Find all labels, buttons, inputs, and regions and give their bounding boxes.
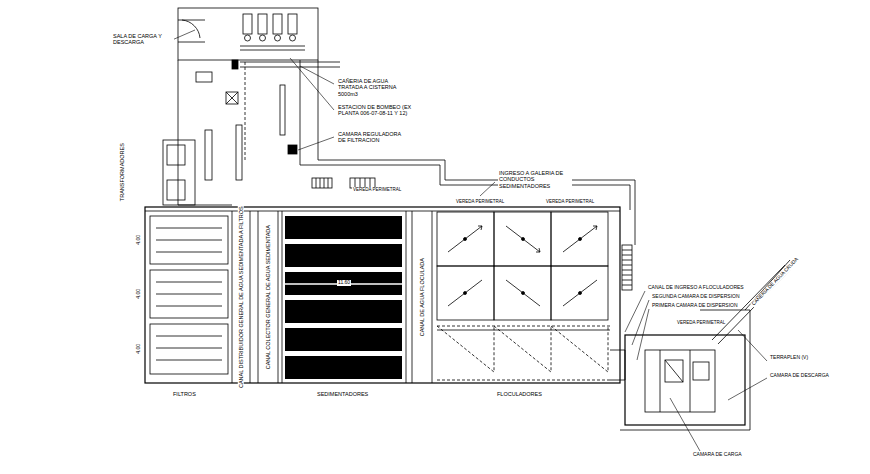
chambers <box>625 335 745 425</box>
pumps <box>240 14 305 50</box>
callout-label: TERRAPLEN (V) <box>769 355 809 361</box>
pipe-label: CAÑERIA DE AGUA CRUDA <box>750 256 800 308</box>
channel-label: CANAL DISTRIBUIDOR GENERAL DE AGUA SEDIM… <box>238 205 244 389</box>
flocculators <box>437 212 610 380</box>
equipment <box>236 125 242 180</box>
dimension: 4.00 <box>136 343 142 355</box>
callout-label: SEGUNDA CAMARA DE DISPERSION <box>651 294 741 300</box>
embankment <box>620 260 790 430</box>
dimension: 4.00 <box>136 234 142 246</box>
door <box>178 20 205 42</box>
callout-label: CAÑERIA DE AGUA TRATADA A CISTERNA 5000m… <box>337 78 409 97</box>
callout-label: CAMARA DE CARGA <box>692 452 743 458</box>
channel-label: CANAL DE AGUA FLOCULADA <box>419 257 425 337</box>
area-label: FILTROS <box>172 391 197 397</box>
inlet-channel <box>610 350 625 380</box>
walkway-label: VEREDA PERIMETRAL <box>455 199 505 204</box>
treated-water-pipe <box>240 62 340 67</box>
callout-label: INGRESO A GALERIA DE CONDUCTOS SEDIMENTA… <box>498 170 572 189</box>
walkway-label: VEREDA PERIMETRAL <box>352 187 402 192</box>
equipment <box>226 92 238 104</box>
filters <box>150 216 228 374</box>
sedimentation-tanks <box>285 216 402 379</box>
callout-label: PRIMERA CAMARA DE DISPERSION <box>651 303 739 309</box>
room-label: SALA DE CARGA Y DESCARGA <box>112 33 174 46</box>
area-label: FLOCULADORES <box>496 391 543 397</box>
area-label: TRANSFORMADORES <box>119 142 125 202</box>
dimension: 11.60 <box>337 280 351 286</box>
regulator-chamber <box>288 145 297 154</box>
leader-lines <box>172 30 767 451</box>
transformer-room <box>163 140 195 205</box>
building-wall <box>178 60 630 210</box>
dimension: 4.00 <box>136 288 142 300</box>
callout-label: CAMARA DE DESCARGA <box>769 373 830 379</box>
callout-label: CAMARA REGULADORA DE FILTRACION <box>337 131 405 144</box>
walkway-label: VEREDA PERIMETRAL <box>676 320 726 325</box>
pump-hall <box>178 8 318 60</box>
area-label: SEDIMENTADORES <box>316 391 369 397</box>
channel-label: CANAL COLECTOR GENERAL DE AGUA SEDIMENTA… <box>265 224 271 370</box>
tank-block <box>145 207 620 383</box>
callout-label: ESTACION DE BOMBEO (EX PLANTA 006-07-08-… <box>337 104 417 117</box>
walkway-label: VEREDA PERIMETRAL <box>545 199 595 204</box>
equipment <box>205 130 212 180</box>
equipment <box>196 72 212 82</box>
equipment <box>280 85 285 135</box>
callout-label: CANAL DE INGRESO A FLOCULADORES <box>647 285 745 291</box>
